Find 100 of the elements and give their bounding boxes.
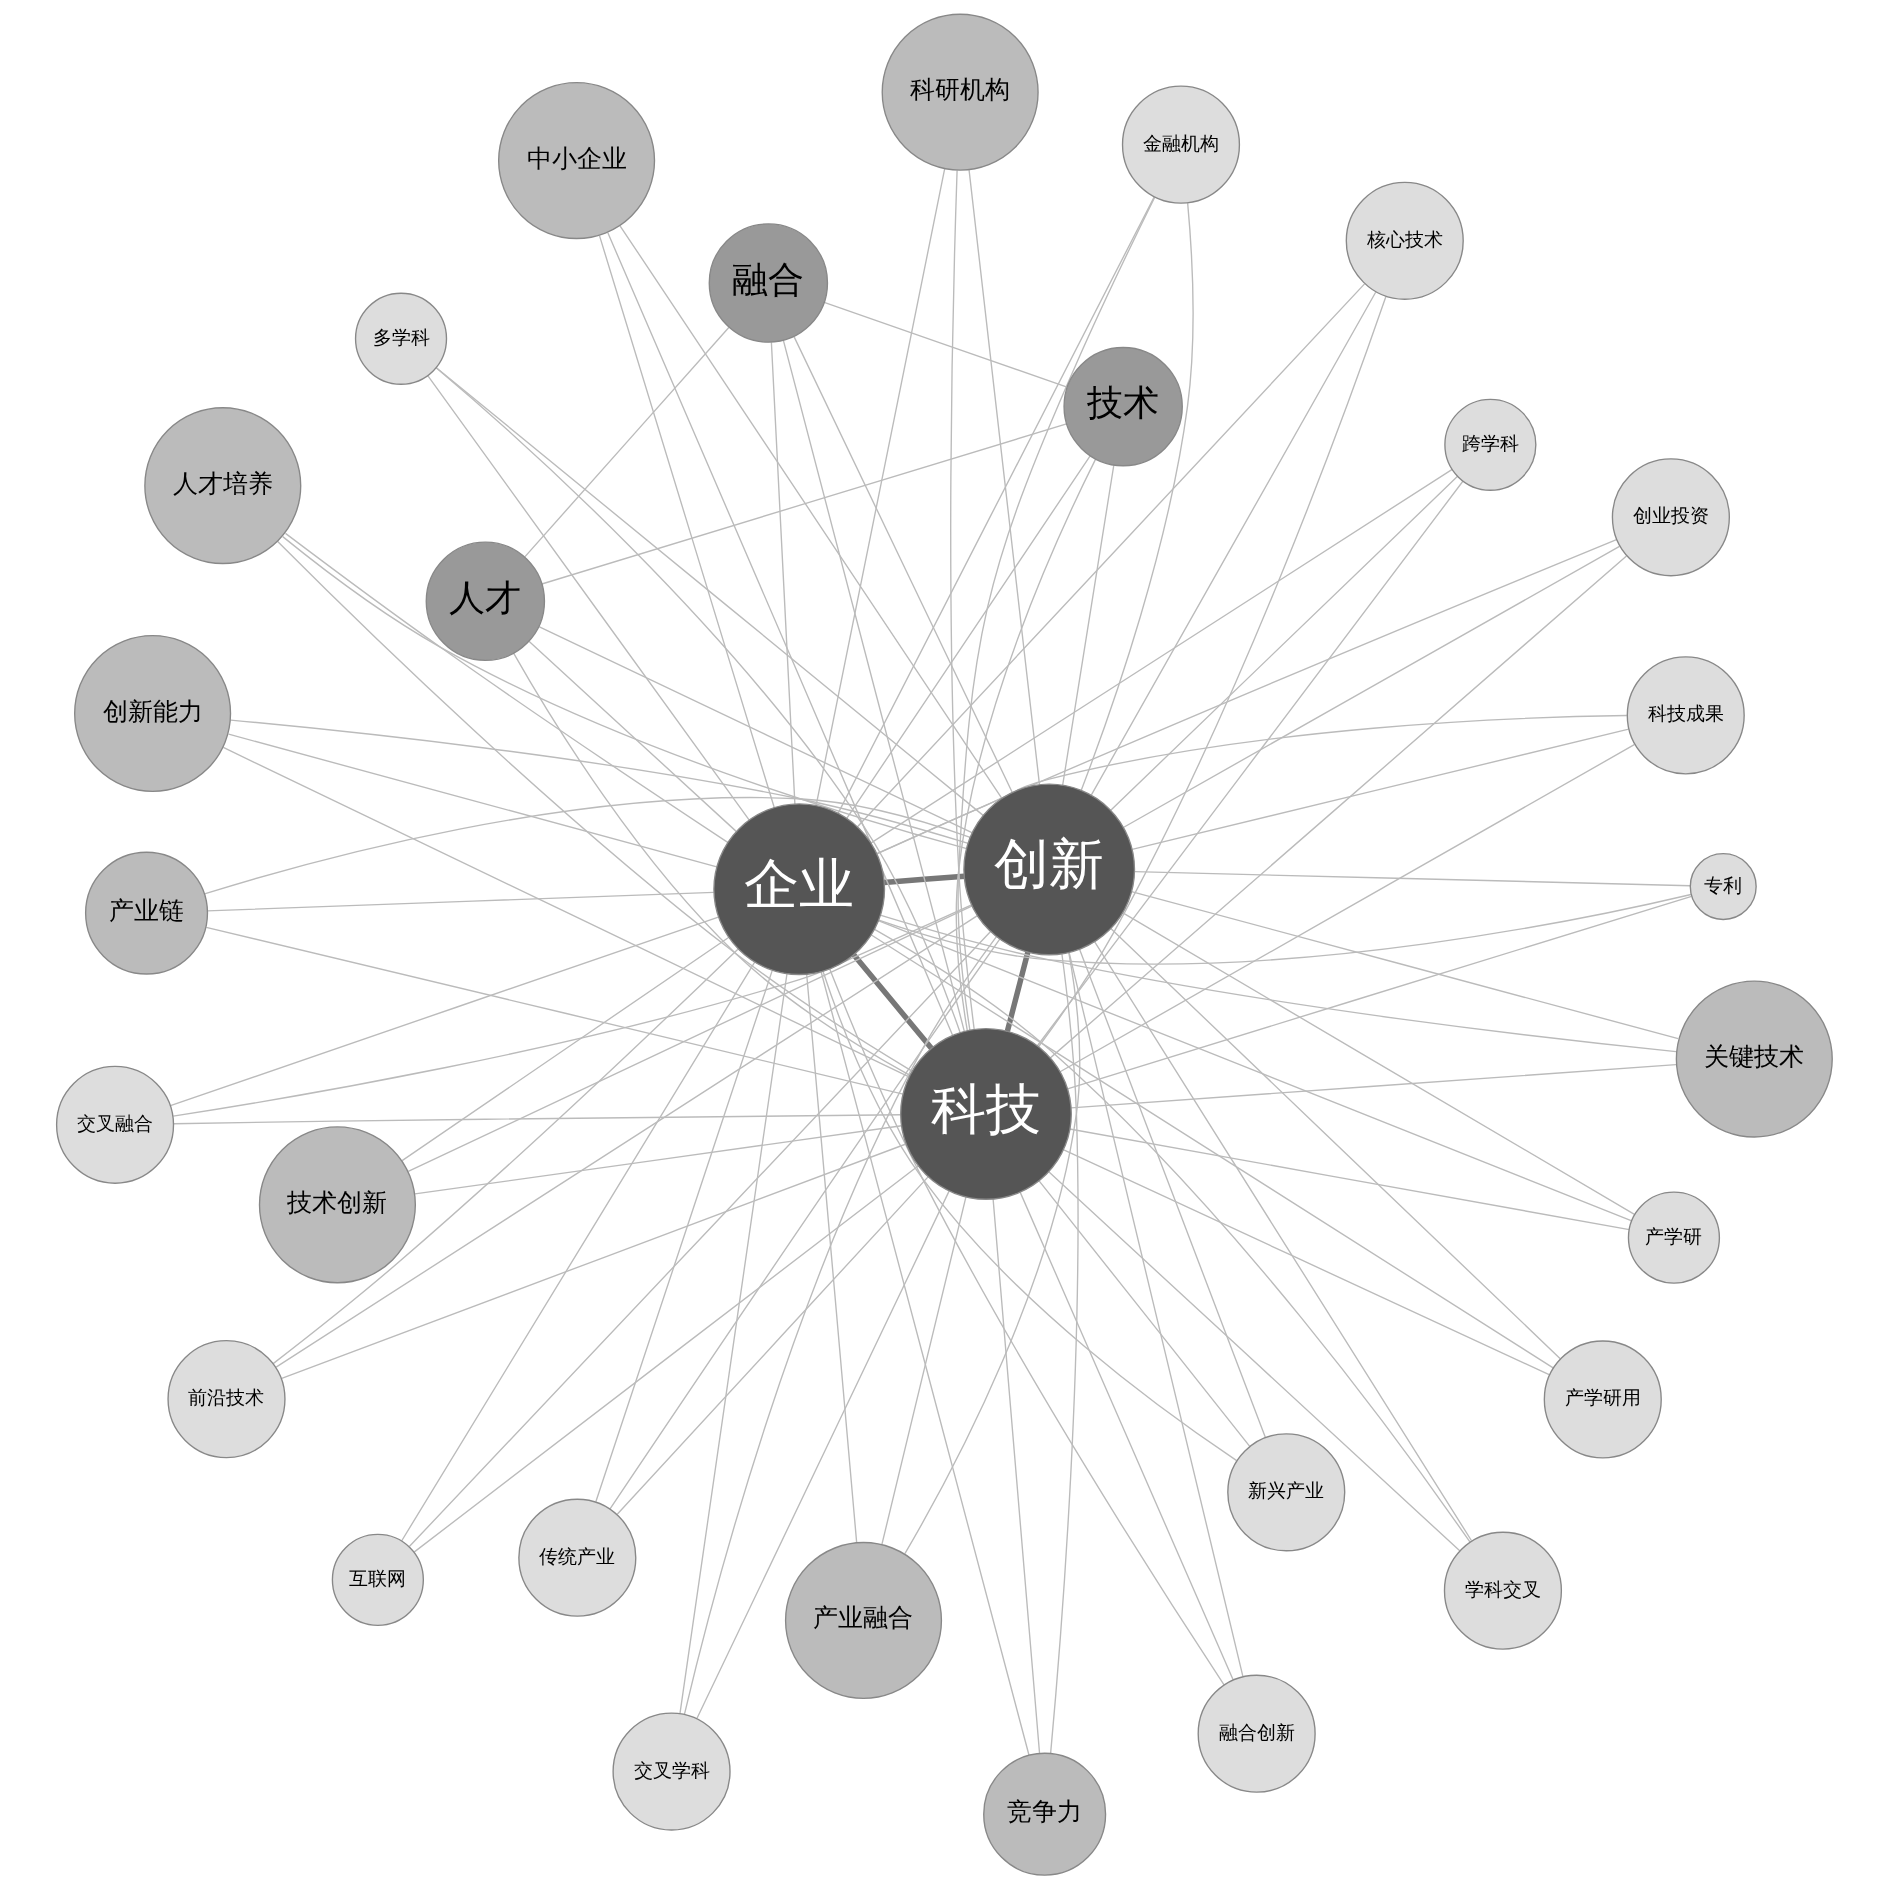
node-circle: 中小企业 — [498, 82, 656, 240]
connector — [275, 915, 979, 1368]
connector — [528, 640, 738, 833]
node-circle: 核心技术 — [1345, 181, 1464, 300]
connector — [873, 928, 1471, 1543]
node-circle: 金融机构 — [1121, 85, 1241, 204]
connector — [228, 733, 718, 868]
node-circle: 融合创新 — [1197, 1674, 1316, 1793]
connector — [1004, 951, 1031, 1032]
node-circle: 人才培养 — [144, 407, 302, 565]
connector — [870, 934, 1554, 1369]
connector — [870, 468, 1453, 844]
connector — [413, 1165, 919, 1553]
connector — [829, 968, 1225, 1686]
node-circle: 传统产业 — [518, 1498, 637, 1617]
node-circle: 专利 — [1689, 852, 1757, 921]
connector — [876, 714, 1628, 855]
connector — [1048, 1171, 1461, 1552]
connector — [820, 970, 1030, 1756]
connector — [408, 930, 992, 1548]
node-circle: 新兴产业 — [1227, 1433, 1346, 1552]
connector — [1061, 464, 1115, 787]
node-circle: 多学科 — [354, 292, 448, 385]
connector — [1049, 555, 1628, 1059]
connector — [203, 796, 971, 895]
connector — [957, 196, 1156, 1032]
connector — [879, 914, 1677, 1053]
node-circle: 融合 — [708, 223, 829, 343]
node-circle: 创新 — [963, 783, 1136, 956]
connector — [1036, 480, 1464, 1047]
connector — [1078, 948, 1266, 1438]
connector — [619, 225, 1003, 800]
connector — [598, 235, 775, 809]
connector — [595, 969, 773, 1503]
connector — [1093, 940, 1473, 1542]
connector — [679, 972, 788, 1714]
connector — [696, 1190, 950, 1719]
connector — [1131, 728, 1630, 851]
connector — [524, 326, 730, 558]
connector — [904, 952, 1081, 1555]
node-circle: 交叉融合 — [55, 1065, 175, 1184]
node-circle: 技术创新 — [258, 1126, 417, 1284]
connector — [609, 938, 1001, 1510]
connector — [837, 196, 1155, 814]
connector — [793, 335, 1013, 794]
node-circle: 产学研用 — [1543, 1340, 1662, 1459]
connector — [1090, 291, 1377, 797]
node-circle: 科技 — [900, 1028, 1072, 1200]
connector — [878, 893, 1692, 965]
connector — [281, 1143, 907, 1380]
connector — [1049, 953, 1079, 1754]
connector — [512, 652, 911, 1077]
connector — [968, 169, 1041, 786]
connector — [541, 423, 1068, 585]
connector — [955, 458, 1097, 1032]
connector — [992, 1198, 1041, 1754]
node-circle: 互联网 — [331, 1533, 425, 1626]
node-circle: 企业 — [713, 803, 886, 976]
connector — [284, 532, 729, 844]
connector — [851, 953, 934, 1051]
node-circle: 科研机构 — [881, 13, 1039, 171]
connector — [205, 926, 904, 1095]
node-circle: 关键技术 — [1675, 980, 1833, 1138]
connector — [1062, 1149, 1550, 1376]
connector — [846, 454, 1091, 820]
node-circle: 产业融合 — [784, 1541, 943, 1700]
connector — [1080, 202, 1194, 792]
connector — [806, 973, 858, 1543]
connector — [1038, 1179, 1251, 1447]
connector — [1059, 744, 1635, 1073]
connector — [683, 935, 998, 1715]
node-circle: 创新能力 — [74, 634, 232, 793]
node-circle: 产学研 — [1627, 1191, 1721, 1284]
connector — [172, 904, 973, 1117]
node-circle: 产业链 — [84, 851, 209, 975]
connector — [782, 339, 966, 1033]
node-circle: 跨学科 — [1444, 398, 1537, 491]
connector — [1110, 927, 1561, 1360]
connector — [1121, 912, 1636, 1216]
connector — [950, 169, 975, 1031]
connector — [230, 719, 969, 845]
connector — [401, 936, 730, 1162]
node-circle: 技术 — [1063, 346, 1183, 467]
connector — [414, 1125, 903, 1195]
connector — [607, 232, 954, 1037]
connector — [427, 375, 750, 821]
node-circle: 交叉学科 — [612, 1712, 731, 1831]
connector — [272, 948, 739, 1365]
node-circle: 学科交叉 — [1443, 1531, 1563, 1650]
connector — [277, 540, 913, 1072]
connector — [401, 961, 756, 1542]
node-circle: 竞争力 — [983, 1752, 1107, 1876]
connector — [1019, 1191, 1234, 1681]
connector — [407, 905, 973, 1173]
node-circle: 创业投资 — [1611, 458, 1730, 577]
connector — [1122, 545, 1621, 829]
node-circle: 科技成果 — [1626, 656, 1745, 775]
connector — [856, 283, 1366, 828]
connector — [616, 1175, 929, 1515]
node-circle: 人才 — [425, 541, 546, 661]
